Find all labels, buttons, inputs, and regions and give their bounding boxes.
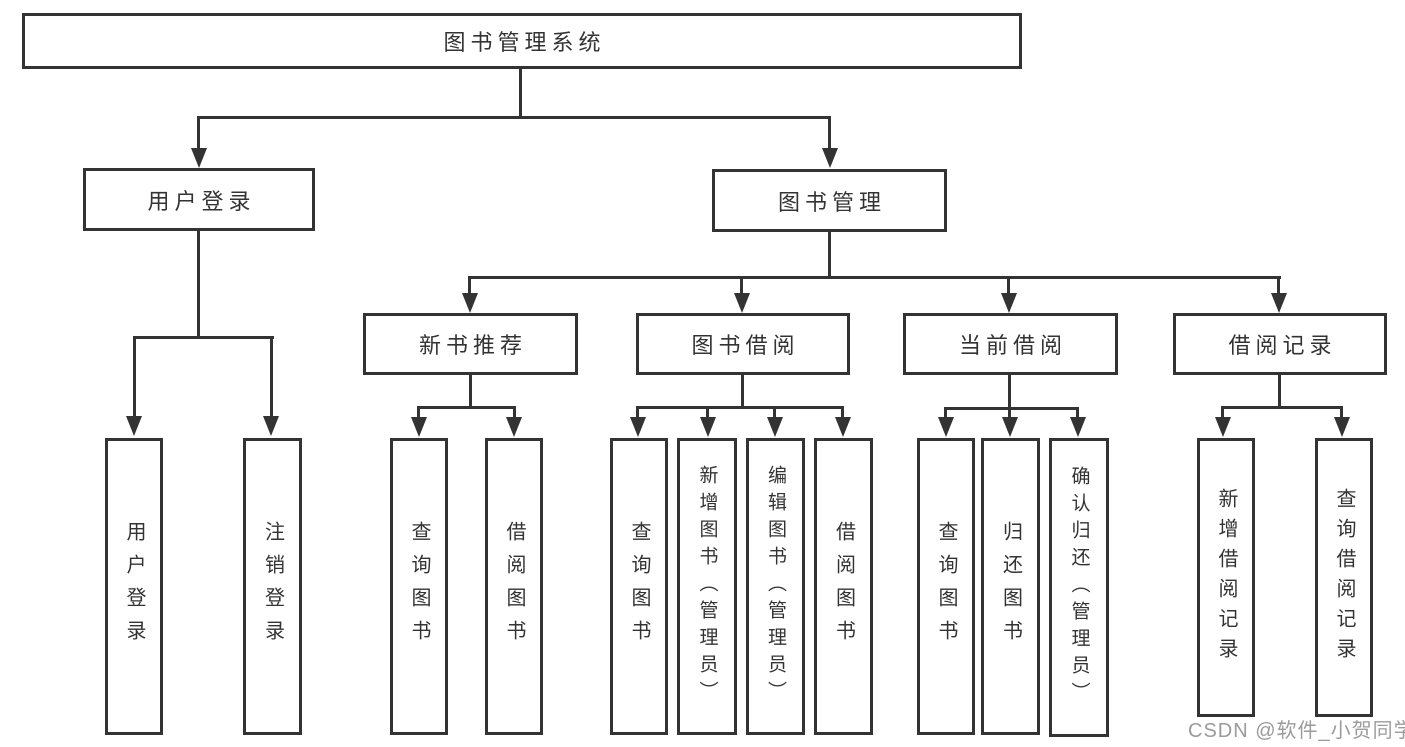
node-book-management: 图书管理 [712, 169, 947, 232]
leaf-rec-add-record-label: 新增借阅记录 [1215, 487, 1237, 668]
arrow-down-icon [263, 416, 279, 436]
edge-nb-stem [469, 373, 472, 409]
leaf-cur-query-book: 查询图书 [917, 438, 975, 735]
arrow-down-icon [700, 417, 716, 437]
leaf-nb-borrow-book: 借阅图书 [485, 438, 543, 735]
edge-bw-rail [636, 406, 844, 409]
arrow-down-icon [1215, 417, 1231, 437]
arrow-down-icon [822, 148, 838, 168]
arrow-down-icon [1001, 293, 1017, 313]
edge-cur-rail [944, 407, 1079, 410]
edge-leaf-drop [270, 336, 273, 418]
edge-level2-rail [468, 276, 1281, 279]
edge-leaf-drop [417, 406, 420, 419]
edge-user-login-drop [197, 116, 200, 150]
leaf-rec-query-record-label: 查询借阅记录 [1333, 487, 1355, 668]
edge-leaf-drop [133, 336, 136, 418]
node-borrow-records-label: 借阅记录 [1228, 333, 1337, 358]
leaf-bw-borrow-book: 借阅图书 [814, 438, 873, 735]
edge-cur-stem [1008, 373, 1011, 410]
node-root: 图书管理系统 [22, 13, 1022, 69]
node-book-management-label: 图书管理 [777, 189, 886, 215]
leaf-rec-query-record: 查询借阅记录 [1315, 438, 1373, 717]
node-borrow-records: 借阅记录 [1173, 313, 1387, 375]
arrow-down-icon [411, 417, 427, 437]
edge-nb-rail [417, 406, 516, 409]
leaf-bw-query-book-label: 查询图书 [628, 520, 650, 653]
leaf-bw-query-book: 查询图书 [610, 438, 668, 735]
arrow-down-icon [462, 293, 478, 313]
leaf-bw-add-book-admin: 新增图书（管理员） [677, 438, 737, 735]
edge-leaf-drop [773, 406, 776, 419]
node-book-borrow: 图书借阅 [636, 313, 850, 375]
edge-leaf-drop [944, 407, 947, 419]
edge-leaf-drop [1008, 407, 1011, 419]
leaf-cur-confirm-return-admin: 确认归还（管理员） [1049, 438, 1109, 737]
leaf-bw-edit-book-admin: 编辑图书（管理员） [746, 438, 805, 735]
leaf-cur-return-book: 归还图书 [981, 438, 1040, 735]
edge-level2-drop [1007, 276, 1010, 295]
leaf-rec-add-record: 新增借阅记录 [1197, 438, 1255, 717]
edge-book-mgmt-stem [828, 230, 831, 278]
arrow-down-icon [938, 417, 954, 437]
edge-leaf-drop [513, 406, 516, 419]
arrow-down-icon [1271, 293, 1287, 313]
node-user-login-label: 用户登录 [147, 188, 256, 214]
arrow-down-icon [506, 417, 522, 437]
node-current-borrow: 当前借阅 [903, 313, 1118, 375]
edge-user-login-rail [133, 336, 274, 339]
arrow-down-icon [1334, 417, 1350, 437]
node-user-login: 用户登录 [83, 168, 315, 231]
leaf-bw-borrow-book-label: 借阅图书 [832, 520, 855, 653]
leaf-nb-borrow-book-label: 借阅图书 [503, 520, 525, 653]
leaf-bw-add-book-admin-label: 新增图书（管理员） [696, 465, 718, 708]
leaf-nb-query-book-label: 查询图书 [408, 520, 430, 653]
edge-level1-rail [197, 116, 831, 119]
edge-leaf-drop [636, 406, 639, 419]
edge-leaf-drop [1340, 406, 1343, 419]
edge-level2-drop [740, 276, 743, 295]
edge-leaf-drop [1221, 406, 1224, 419]
csdn-watermark: CSDN @软件_小贺同学 [1188, 720, 1405, 742]
edge-level2-drop [1277, 276, 1280, 295]
arrow-down-icon [1070, 417, 1086, 437]
edge-leaf-drop [706, 406, 709, 419]
arrow-down-icon [630, 417, 646, 437]
leaf-user-login-label: 用户登录 [123, 520, 145, 653]
arrow-down-icon [1002, 417, 1018, 437]
node-new-book-recommend-label: 新书推荐 [418, 333, 527, 358]
edge-rec-rail [1221, 406, 1343, 409]
leaf-logout-label: 注销登录 [261, 520, 284, 653]
node-current-borrow-label: 当前借阅 [958, 333, 1067, 358]
edge-book-mgmt-drop [828, 116, 831, 150]
node-book-borrow-label: 图书借阅 [691, 333, 800, 358]
arrow-down-icon [191, 148, 207, 168]
edge-leaf-drop [841, 406, 844, 419]
edge-level2-drop [468, 276, 471, 295]
arrow-down-icon [767, 417, 783, 437]
leaf-cur-return-book-label: 归还图书 [999, 520, 1022, 653]
arrow-down-icon [835, 417, 851, 437]
arrow-down-icon [734, 293, 750, 313]
edge-bw-stem [741, 373, 744, 409]
edge-leaf-drop [1076, 407, 1079, 419]
leaf-nb-query-book: 查询图书 [390, 438, 448, 735]
edge-rec-stem [1278, 373, 1281, 409]
leaf-cur-confirm-return-admin-label: 确认归还（管理员） [1068, 466, 1090, 709]
leaf-logout: 注销登录 [243, 438, 302, 735]
edge-user-login-stem [197, 229, 200, 339]
leaf-cur-query-book-label: 查询图书 [935, 520, 957, 653]
node-root-label: 图书管理系统 [443, 30, 606, 55]
edge-root-stem [519, 66, 522, 119]
leaf-user-login: 用户登录 [105, 438, 163, 735]
leaf-bw-edit-book-admin-label: 编辑图书（管理员） [765, 465, 786, 708]
node-new-book-recommend: 新书推荐 [363, 313, 578, 375]
arrow-down-icon [126, 416, 142, 436]
